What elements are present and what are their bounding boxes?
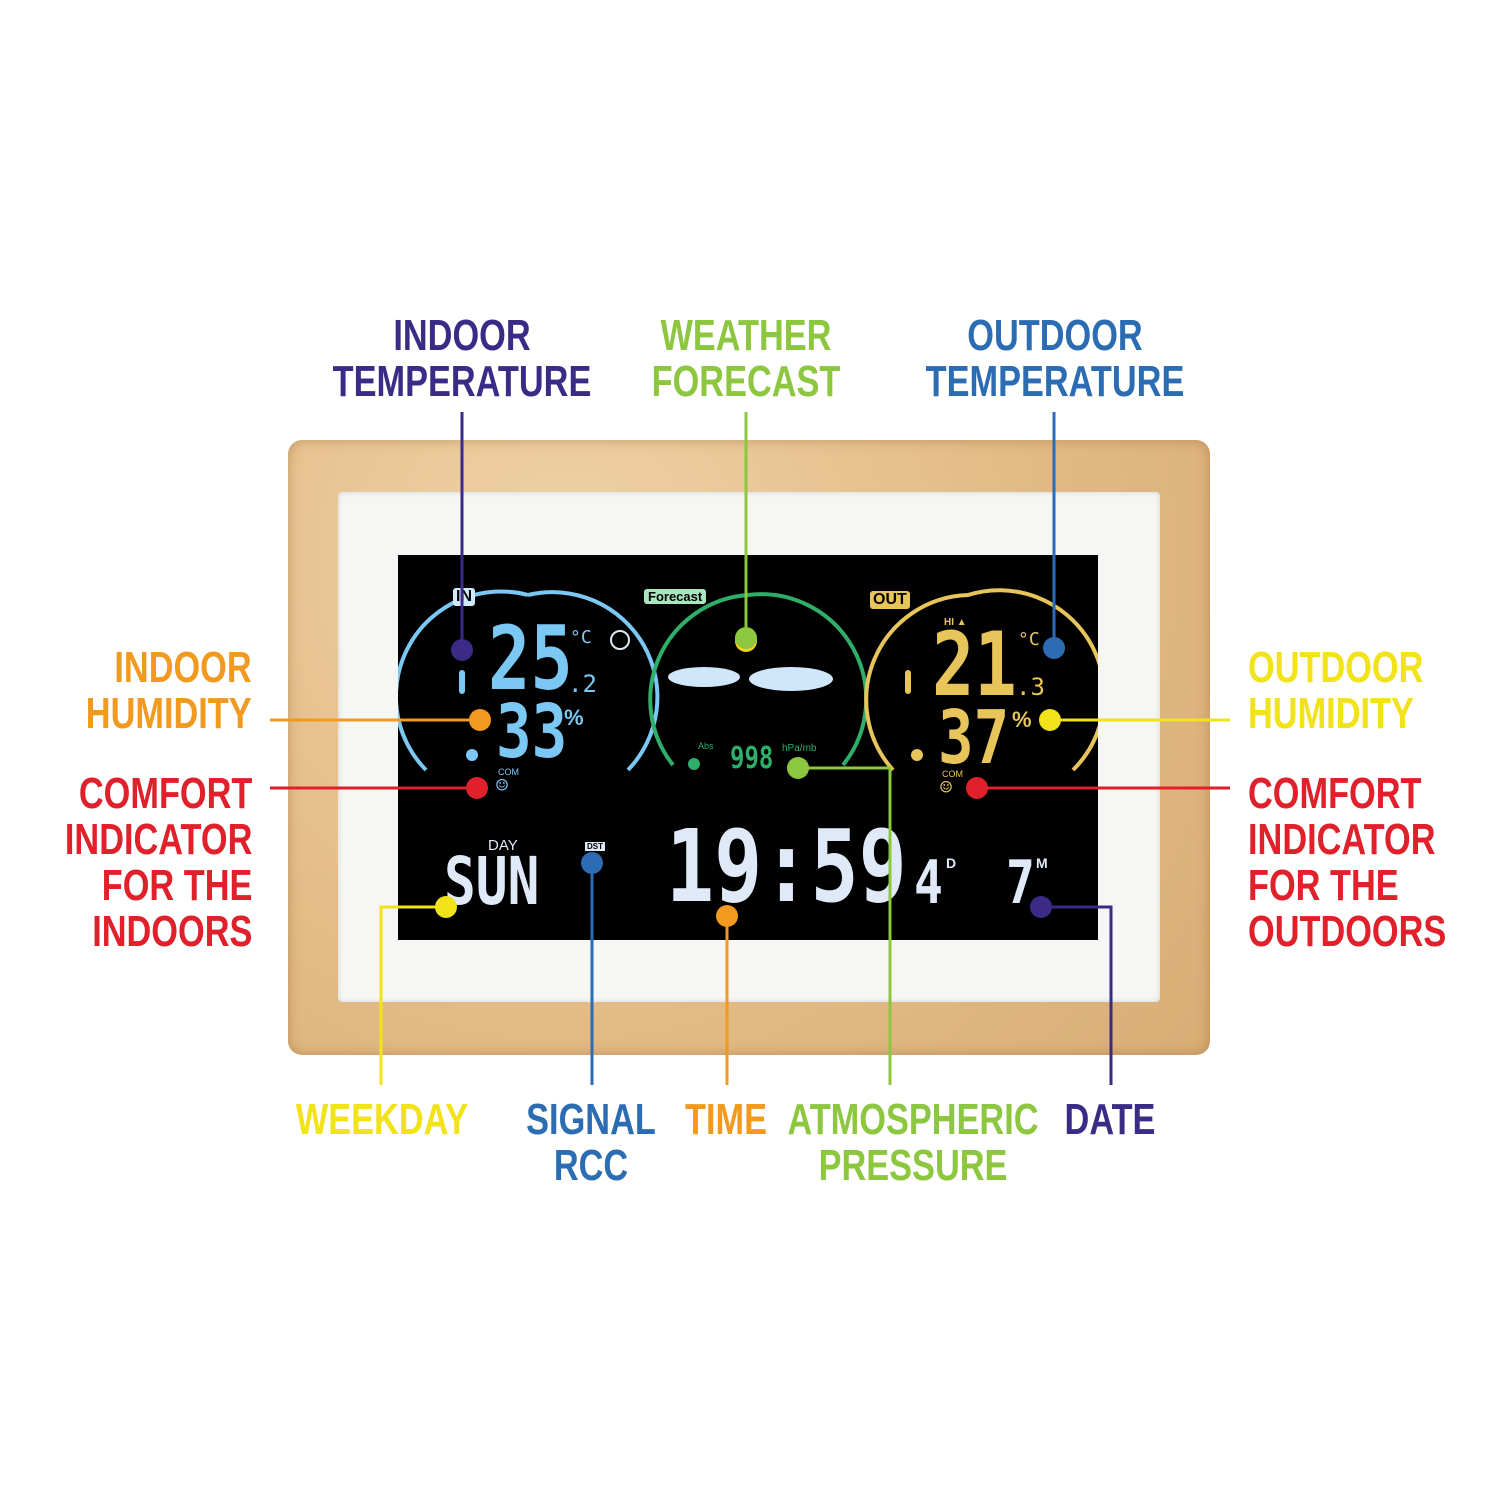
indoor-humidity-unit: %	[564, 705, 584, 730]
outdoor-humidity-unit: %	[1012, 707, 1032, 732]
outdoor-temp-unit: °C	[1018, 629, 1040, 650]
indoor-com-label: COM	[498, 767, 519, 777]
label-line: TEMPERATURE	[925, 357, 1185, 406]
indoor-tag: IN	[453, 588, 475, 606]
label-line: COMFORT	[1248, 769, 1422, 818]
month-value: 7	[1006, 848, 1035, 918]
outdoor-temp-decimal: .3	[1016, 673, 1045, 701]
date-dot	[1030, 896, 1052, 918]
cloud-icon	[749, 667, 833, 691]
day-value: 4	[914, 848, 943, 918]
indoor-arc	[398, 589, 660, 772]
outdoor-temperature-value: 21	[932, 613, 1017, 716]
indoor-temp-unit: °C	[570, 627, 592, 648]
indoor-temp-decimal: .2	[568, 670, 597, 698]
forecast-tag: Forecast	[644, 589, 707, 604]
outdoor-humidity-value: 37	[938, 695, 1010, 781]
comfort-out-dot	[966, 777, 988, 799]
thermometer-icon	[459, 670, 465, 694]
abs-label: Abs	[698, 741, 714, 751]
water-drop-icon	[466, 749, 478, 761]
outdoor-arc	[864, 588, 1098, 772]
label-line: FORECAST	[651, 357, 841, 406]
signal-dot	[581, 852, 603, 874]
month-sup: M	[1036, 855, 1048, 871]
label-weekday: WEEKDAY	[296, 1097, 468, 1143]
pressure-callout	[798, 766, 892, 1085]
pressure-value: 998	[730, 741, 774, 776]
label-line: TIME	[685, 1095, 767, 1144]
indoor-temperature-value: 25	[488, 607, 573, 710]
day-sup: D	[946, 855, 957, 871]
signal-rcc-icon	[610, 630, 630, 650]
label-line: INDICATOR	[64, 815, 252, 864]
label-line: OUTDOORS	[1248, 907, 1447, 956]
label-line: WEEKDAY	[295, 1095, 469, 1144]
label-line: PRESSURE	[818, 1141, 1008, 1190]
label-line: HUMIDITY	[86, 689, 252, 738]
label-line: OUTDOOR	[967, 311, 1143, 360]
outdoor-com-label: COM	[942, 769, 963, 779]
dst-badge: DST	[585, 842, 605, 851]
label-line: DATE	[1064, 1095, 1156, 1144]
label-line: INDOORS	[91, 907, 252, 956]
indoor-humidity-dot	[469, 709, 491, 731]
thermometer-icon	[905, 670, 911, 694]
outdoor-comfort-face-icon: ☺	[940, 775, 953, 799]
lcd-display: IN 25 °C .2 33 % COM ☺ Forecast Abs 998 …	[398, 555, 1098, 940]
forecast-dot	[735, 627, 757, 649]
label-line: INDOOR	[393, 311, 531, 360]
hi-alert-label: HI ▲	[944, 617, 967, 628]
day-label: DAY	[488, 837, 518, 854]
outdoor-humidity-dot	[1039, 709, 1061, 731]
label-time: TIME	[685, 1097, 767, 1143]
time-dot	[716, 905, 738, 927]
label-line: WEATHER	[660, 311, 832, 360]
pressure-unit: hPa/mb	[782, 743, 817, 754]
outdoor-temp-dot	[1043, 637, 1065, 659]
comfort-in-dot	[466, 777, 488, 799]
label-line: OUTDOOR	[1248, 643, 1424, 692]
label-line: HUMIDITY	[1248, 689, 1414, 738]
weekday-value: SUN	[444, 843, 540, 920]
label-line: RCC	[553, 1141, 629, 1190]
label-date: DATE	[1065, 1097, 1156, 1143]
cloud-icon	[668, 667, 740, 687]
indoor-humidity-value: 33	[496, 689, 568, 775]
abs-pressure-icon	[688, 758, 700, 770]
label-line: INDOOR	[114, 643, 252, 692]
outdoor-tag: OUT	[870, 591, 910, 609]
indoor-temp-dot	[451, 639, 473, 661]
label-line: FOR THE	[1248, 861, 1399, 910]
label-line: COMFORT	[78, 769, 252, 818]
label-line: INDICATOR	[1248, 815, 1436, 864]
pressure-dot	[787, 757, 809, 779]
indoor-comfort-face-icon: ☺	[496, 773, 509, 797]
water-drop-icon	[911, 749, 923, 761]
label-line: FOR THE	[101, 861, 252, 910]
time-value: 19:59	[666, 808, 907, 925]
label-line: SIGNAL	[526, 1095, 656, 1144]
weekday-callout	[379, 905, 446, 1085]
label-line: TEMPERATURE	[332, 357, 592, 406]
weekday-dot	[435, 896, 457, 918]
date-callout	[1041, 905, 1113, 1085]
label-line: ATMOSPHERIC	[787, 1095, 1039, 1144]
